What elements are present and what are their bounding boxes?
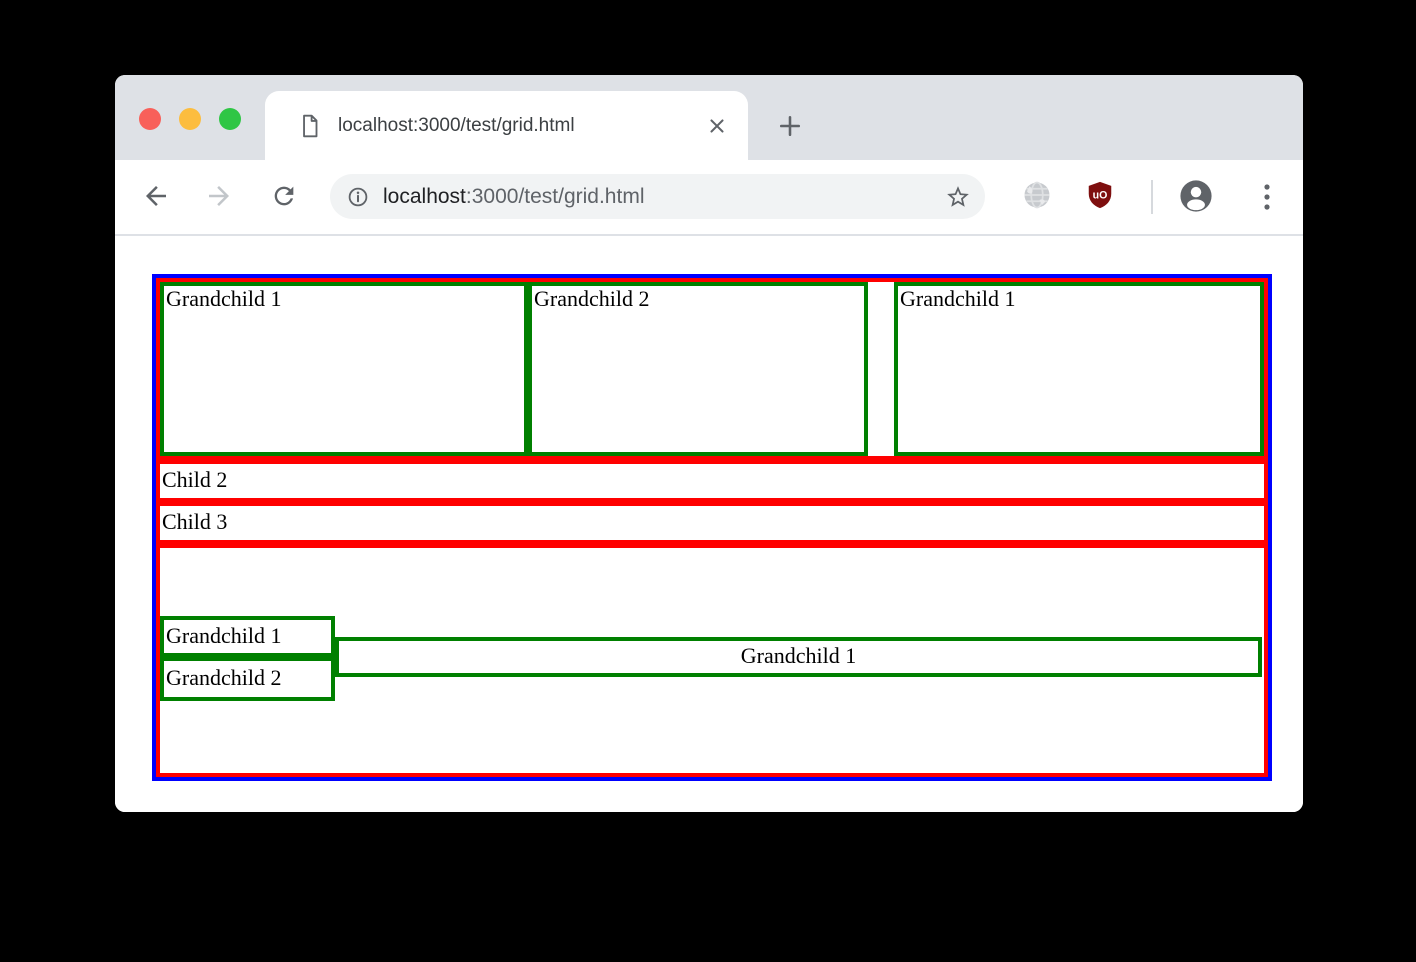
grid-child-3: Child 3 xyxy=(156,502,1268,544)
kebab-menu-icon[interactable] xyxy=(1255,181,1279,213)
document-icon xyxy=(303,114,318,137)
traffic-lights xyxy=(139,108,241,130)
url-path: :3000/test/grid.html xyxy=(465,184,645,208)
reload-button[interactable] xyxy=(270,182,298,210)
grandchild-box: Grandchild 2 xyxy=(160,657,335,701)
url-text: localhost:3000/test/grid.html xyxy=(383,185,644,209)
grandchild-box: Grandchild 1 xyxy=(894,282,1264,456)
toolbar-divider xyxy=(1151,180,1153,214)
close-window-button[interactable] xyxy=(139,108,161,130)
info-icon[interactable] xyxy=(346,185,370,209)
browser-window: localhost:3000/test/grid.html xyxy=(115,75,1303,812)
star-icon[interactable] xyxy=(945,184,971,210)
back-button[interactable] xyxy=(141,181,171,211)
grandchild-box: Grandchild 1 xyxy=(160,282,528,456)
grid-child-1: Grandchild 1 Grandchild 2 Grandchild 1 xyxy=(156,278,1268,460)
new-tab-button[interactable] xyxy=(776,112,804,140)
grid-parent-container: Grandchild 1 Grandchild 2 Grandchild 1 C… xyxy=(152,274,1272,781)
page-content: Grandchild 1 Grandchild 2 Grandchild 1 C… xyxy=(115,236,1303,812)
ublock-shield-icon[interactable]: uO xyxy=(1085,180,1115,210)
browser-tab[interactable]: localhost:3000/test/grid.html xyxy=(265,91,748,160)
globe-icon[interactable] xyxy=(1022,180,1052,210)
grandchild-box: Grandchild 1 xyxy=(160,616,335,657)
tab-title: localhost:3000/test/grid.html xyxy=(338,114,575,136)
tab-strip: localhost:3000/test/grid.html xyxy=(115,75,1303,160)
url-host: localhost xyxy=(383,184,466,208)
grid-child-2: Child 2 xyxy=(156,460,1268,502)
toolbar: localhost:3000/test/grid.html uO xyxy=(115,160,1303,236)
zoom-window-button[interactable] xyxy=(219,108,241,130)
grandchild-box-wide: Grandchild 1 xyxy=(335,637,1262,677)
grandchild-box: Grandchild 2 xyxy=(528,282,868,456)
ublock-shield-label: uO xyxy=(1093,190,1108,202)
tab-close-icon[interactable] xyxy=(706,115,728,137)
grid-child-4: Grandchild 1 Grandchild 2 Grandchild 1 xyxy=(156,544,1268,777)
url-bar[interactable]: localhost:3000/test/grid.html xyxy=(330,174,985,219)
minimize-window-button[interactable] xyxy=(179,108,201,130)
forward-button[interactable] xyxy=(204,181,234,211)
avatar-icon[interactable] xyxy=(1179,179,1213,213)
